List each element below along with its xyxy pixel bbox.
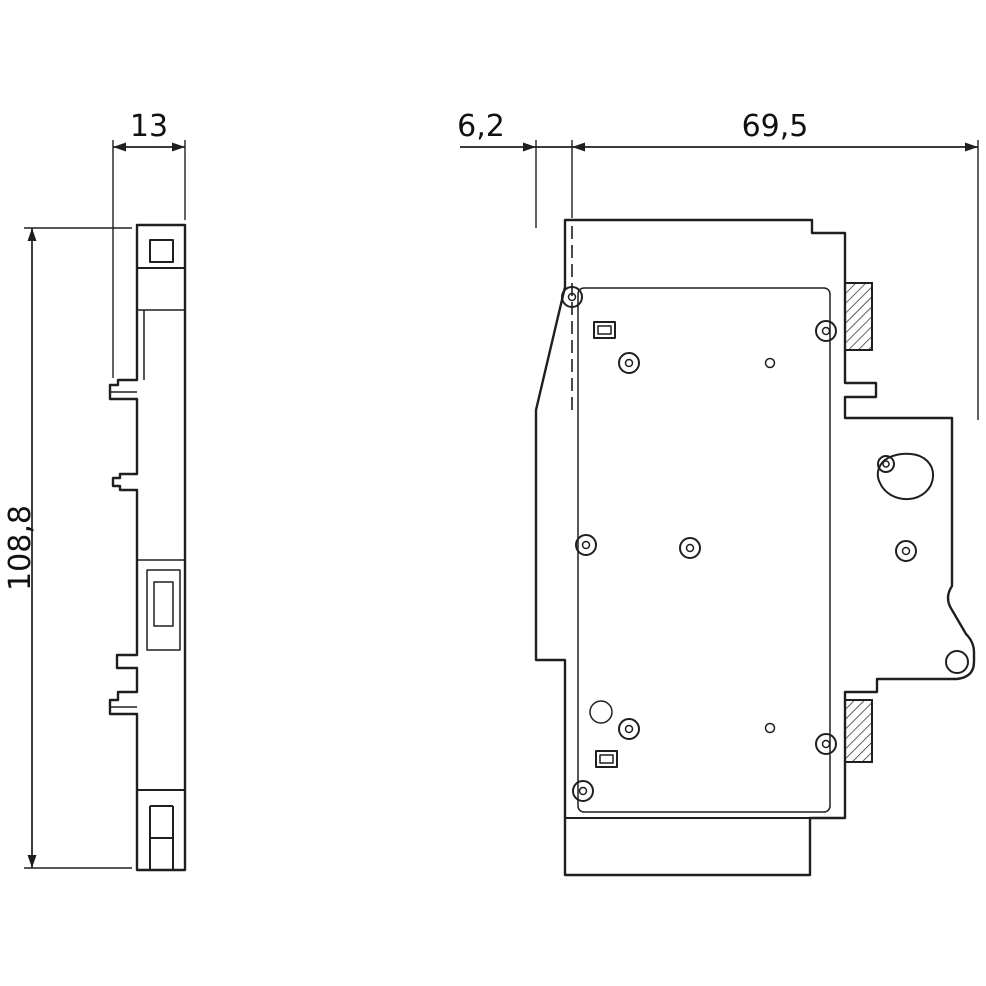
screw-heads [561,286,917,802]
dimension-annotations: 13 6,2 69,5 108,8 [3,109,979,869]
lower-terminal-clamp [844,699,873,763]
pivot-hole [589,700,613,724]
latch-grip [876,452,935,501]
upper-window [593,321,616,339]
dim-side-offset-label: 6,2 [457,109,505,144]
mid-slot-inner [153,581,174,627]
dim-front-height-label: 108,8 [3,505,38,591]
latch-roller [945,650,969,674]
upper-terminal-clamp [844,282,873,351]
dim-side-depth-label: 69,5 [742,109,809,144]
side-view [534,218,976,877]
front-view [108,223,187,872]
front-profile-outline [108,223,187,872]
case-seam [577,287,831,813]
top-clip-window [149,239,174,263]
small-hole-bottom [764,722,776,734]
side-profile-outline [534,218,976,877]
small-hole-top [764,357,776,369]
lower-window [595,750,618,768]
mid-slot-outer [146,569,181,651]
dim-front-width-label: 13 [130,109,168,144]
